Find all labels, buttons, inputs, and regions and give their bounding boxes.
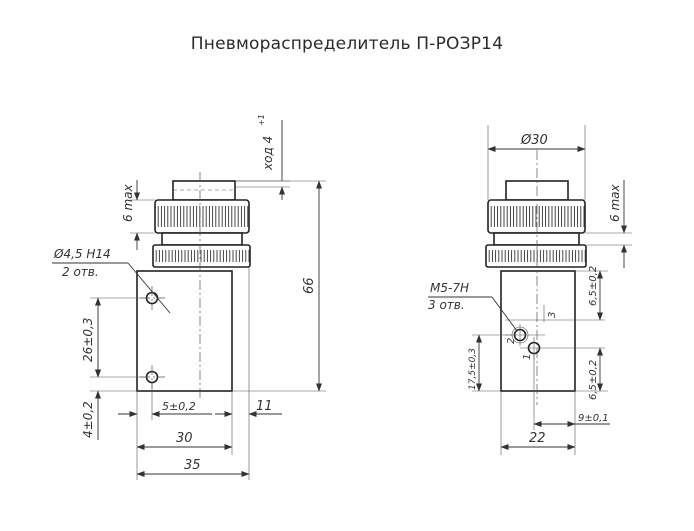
bottom-offset-label: 4±0,2 <box>81 401 95 438</box>
left-view: Ø4,5 H14 2 отв. ход 4 +1 6 max 66 26±0,3… <box>52 114 326 480</box>
hole-count-label: 2 отв. <box>62 265 99 279</box>
right-knurled-cap <box>487 199 586 234</box>
width-35-label: 35 <box>184 458 201 473</box>
diameter-label: Ø30 <box>520 133 548 148</box>
drawing-title: Пневмораспределитель П-РОЗР14 <box>190 34 504 54</box>
thread-label: М5-7Н <box>430 281 469 295</box>
hole-spacing-label: 26±0,3 <box>81 318 95 362</box>
stroke-tolerance: +1 <box>257 114 266 126</box>
right-max-label: 6 max <box>608 184 622 222</box>
bottom-port-offset-label: 6,5±0,2 <box>588 360 599 400</box>
right-view: 2 1 3 М5-7Н 3 отв. Ø30 6 max 6,5±0,2 6,5… <box>428 125 632 455</box>
hole-diameter-label: Ø4,5 H14 <box>53 247 111 261</box>
port-1-label: 1 <box>522 354 533 360</box>
right-nut-knurl-lines <box>488 250 586 262</box>
thread-count-label: 3 отв. <box>428 298 465 312</box>
width-11-label: 11 <box>256 399 273 414</box>
port-3-label: 3 <box>547 312 558 318</box>
hole-offset-label: 5±0,2 <box>162 400 196 413</box>
left-plunger <box>172 180 236 201</box>
left-max-label: 6 max <box>121 184 135 222</box>
left-neck <box>161 232 243 246</box>
right-body <box>500 270 576 392</box>
left-lock-nut <box>152 244 251 268</box>
top-port-offset-label: 6,5±0,2 <box>588 266 599 306</box>
right-neck <box>493 232 580 246</box>
port-height-label: 17,5±0,3 <box>468 348 478 390</box>
port-2-label: 2 <box>506 338 517 344</box>
left-nut-knurl-lines <box>155 250 250 262</box>
port-x-offset-label: 9±0,1 <box>578 413 609 424</box>
overall-height-label: 66 <box>302 277 317 294</box>
width-30-label: 30 <box>176 431 193 446</box>
left-body <box>136 270 233 392</box>
width-22-label: 22 <box>529 431 546 446</box>
right-knurl-lines <box>490 206 585 227</box>
right-lock-nut <box>485 244 587 268</box>
stroke-label: ход 4 <box>261 136 275 171</box>
left-knurl-lines <box>157 206 249 227</box>
